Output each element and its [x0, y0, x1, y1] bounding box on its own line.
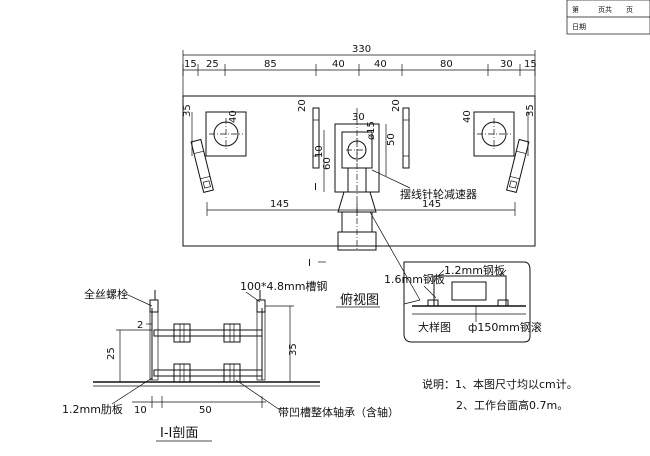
- rib-label: 1.2mm肋板: [62, 402, 123, 416]
- dim-35-left: 35: [182, 104, 193, 117]
- title-block: 第 页共 页 日期: [566, 0, 650, 35]
- dim-10: 10: [314, 145, 325, 158]
- sect-dim-2: 2: [137, 320, 143, 331]
- dim-60: 60: [322, 157, 333, 170]
- top-view-title: 俯视图: [340, 292, 379, 308]
- dim-40-left: 40: [228, 110, 239, 123]
- section-mark-bottom: I: [308, 258, 311, 269]
- note-line-2: 2、工作台面高0.7m。: [456, 398, 568, 412]
- sheet-suffix: 页: [626, 6, 633, 14]
- right-mount-block: [473, 111, 515, 157]
- notes: 说明：1、本图尺寸均以cm计。 2、工作台面高0.7m。: [422, 377, 578, 412]
- seg-80: 80: [440, 59, 453, 70]
- detail-frame: [403, 261, 531, 343]
- dim-40-right: 40: [462, 110, 473, 123]
- dim-30-center: 30: [352, 112, 365, 123]
- dim-20-right: 20: [391, 99, 402, 112]
- left-mount-block: [205, 111, 247, 157]
- sect-dim-25: 25: [106, 347, 117, 360]
- seg-15-right: 15: [524, 59, 537, 70]
- dim-20-left: 20: [297, 99, 308, 112]
- sect-dim-50: 50: [199, 405, 212, 416]
- section-mark-top: I: [314, 182, 317, 193]
- top-view: 330 15 25 85 40 40 80 30 15 35 40: [182, 44, 537, 308]
- dim-35-right: 35: [525, 104, 536, 117]
- bolt-label: 全丝螺栓: [84, 287, 128, 301]
- dim-50: 50: [386, 133, 397, 146]
- section-title: I-I剖面: [160, 426, 198, 441]
- section-view: 全丝螺栓 100*4.8mm槽钢 2 25 35 1.2mm肋板 10 50 带…: [62, 280, 399, 442]
- detail-view: 1.6mm钢板 1.2mm钢板 大样图 ф150mm钢滚: [369, 211, 542, 343]
- seg-25: 25: [206, 59, 219, 70]
- seg-40-right: 40: [374, 59, 387, 70]
- dim-145-left: 145: [270, 199, 289, 210]
- reducer-label: 摆线针轮减速器: [400, 187, 477, 201]
- seg-30: 30: [500, 59, 513, 70]
- sect-dim-10: 10: [134, 405, 147, 416]
- platform-outline: [182, 95, 536, 247]
- seg-15-left: 15: [184, 59, 197, 70]
- detail-roller: ф150mm钢滚: [468, 320, 542, 334]
- date-label: 日期: [572, 23, 586, 31]
- sheet-prefix: 第: [572, 5, 579, 14]
- detail-plate-12: 1.2mm钢板: [444, 263, 505, 277]
- seg-40-left: 40: [332, 59, 345, 70]
- dim-145-right: 145: [422, 199, 441, 210]
- dim-overall-330: 330: [352, 44, 371, 55]
- seg-85: 85: [264, 59, 277, 70]
- sheet-mid: 页共: [598, 5, 612, 14]
- detail-title: 大样图: [418, 320, 451, 334]
- bearing-label: 带凹槽整体轴承（含轴）: [278, 405, 399, 419]
- channel-label: 100*4.8mm槽钢: [240, 280, 327, 293]
- note-line-1: 说明：1、本图尺寸均以cm计。: [422, 377, 578, 391]
- dim-phi15: ø15: [366, 121, 377, 140]
- sect-dim-35: 35: [288, 343, 299, 356]
- detail-plate-16: 1.6mm钢板: [384, 272, 445, 286]
